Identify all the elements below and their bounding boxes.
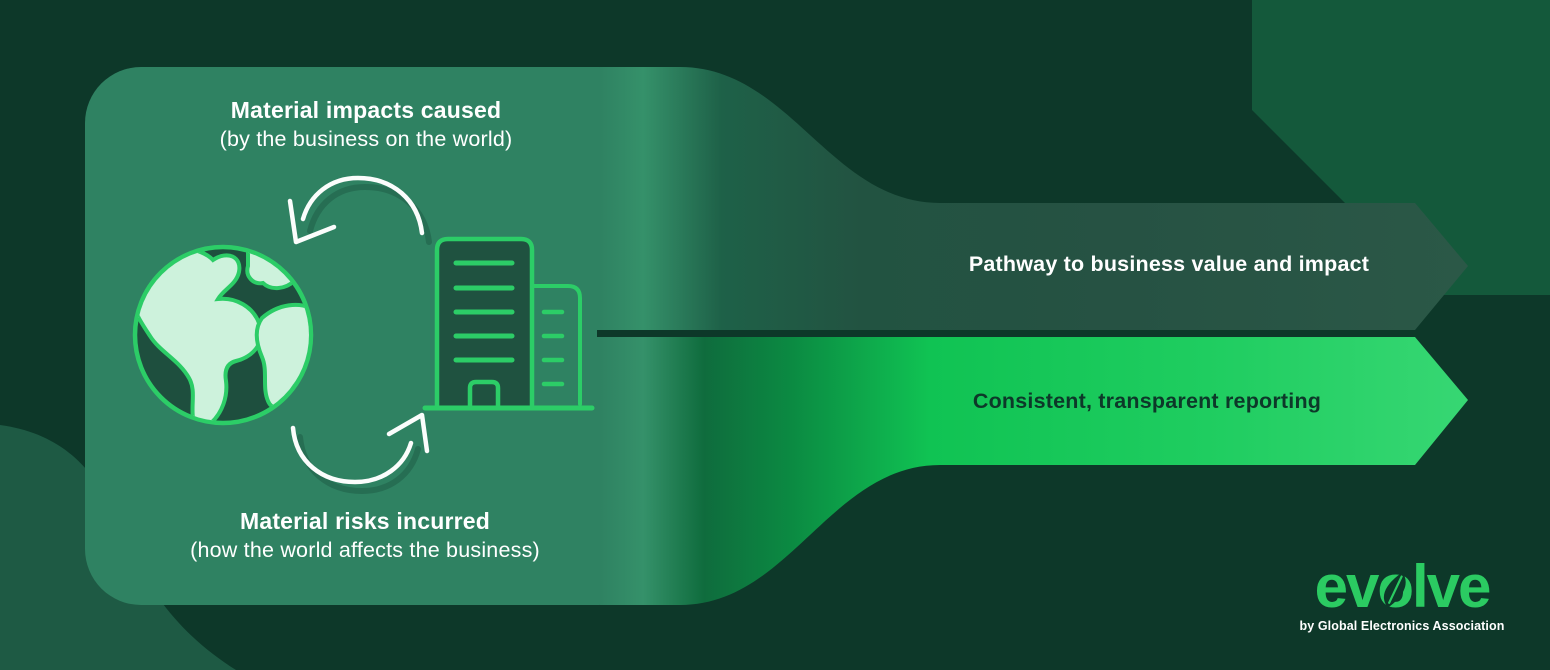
reporting-arrow-band xyxy=(600,337,1468,605)
logo-tagline: by Global Electronics Association xyxy=(1299,619,1505,633)
pathway-arrow-band xyxy=(600,67,1468,330)
cycle-arrow-top-head xyxy=(287,198,337,245)
building-door xyxy=(467,379,501,411)
risks-title: Material risks incurred xyxy=(239,508,491,534)
building-icon xyxy=(422,236,595,411)
cycle-arrow-bottom-head xyxy=(386,412,430,454)
cycle-arrow-top-arc xyxy=(300,175,425,236)
materiality-panel xyxy=(85,67,655,605)
impacts-title: Material impacts caused xyxy=(230,97,502,123)
reporting-arrow-label: Consistent, transparent reporting xyxy=(972,389,1322,413)
evolve-logo: evo lve by Global Electronics Associatio… xyxy=(1293,557,1511,634)
building-main-tower xyxy=(434,236,535,411)
cycle-arrow-top-shadow xyxy=(307,184,432,245)
wordmark-pre: ev xyxy=(1314,553,1380,620)
impacts-label: Material impacts caused (by the business… xyxy=(126,96,606,154)
building-back-tower xyxy=(530,284,582,406)
risks-label: Material risks incurred (how the world a… xyxy=(125,507,605,565)
cycle-arrow-bottom-arc xyxy=(290,425,414,485)
pathway-arrow-label: Pathway to business value and impact xyxy=(968,252,1370,276)
continent-americas xyxy=(137,249,264,421)
wordmark-o: o xyxy=(1377,557,1414,617)
band-divider-line xyxy=(597,330,1420,337)
impacts-subtitle: (by the business on the world) xyxy=(219,127,513,151)
decor-corner-shape xyxy=(1252,0,1550,295)
building-windows xyxy=(453,260,515,363)
risks-subtitle: (how the world affects the business) xyxy=(190,538,540,562)
building-back-windows xyxy=(541,309,565,387)
leaf-icon xyxy=(1383,572,1406,608)
wordmark-post: lve xyxy=(1411,553,1491,620)
cycle-arrow-top-icon xyxy=(287,175,432,245)
evolve-wordmark: evo lve xyxy=(1293,557,1511,617)
cycle-arrow-bottom-icon xyxy=(290,412,430,494)
